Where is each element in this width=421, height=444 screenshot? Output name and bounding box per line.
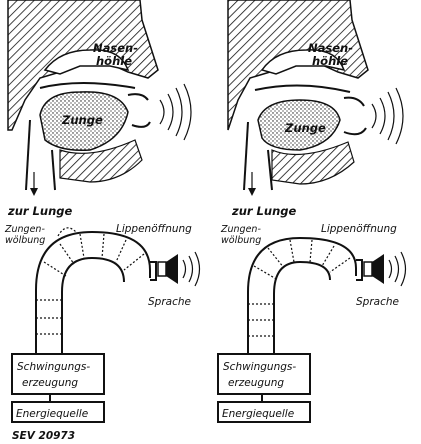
right-nasal-label-1: Nasen- bbox=[308, 41, 353, 55]
right-air-arrow-head bbox=[248, 188, 256, 196]
left-tongue-arch-label-1: Zungen- bbox=[4, 224, 45, 235]
left-oscillation-label-2: erzeugung bbox=[22, 377, 78, 389]
left-sound-waves bbox=[160, 84, 191, 140]
right-speech-label: Sprache bbox=[356, 296, 399, 308]
right-filter-sections bbox=[248, 240, 350, 336]
right-upper-lip bbox=[344, 98, 364, 106]
right-tongue-arch-label-1: Zungen- bbox=[220, 224, 261, 235]
left-to-lung-label: zur Lunge bbox=[7, 204, 72, 218]
right-analog-circuit bbox=[218, 238, 406, 422]
right-tongue-label: Zunge bbox=[284, 121, 326, 135]
left-nasal-label-1: Nasen- bbox=[93, 41, 138, 55]
right-sound-waves bbox=[372, 88, 403, 144]
left-upper-lip bbox=[128, 94, 148, 100]
left-speaker-icon bbox=[158, 252, 200, 286]
figure-code: SEV 20973 bbox=[12, 430, 75, 442]
right-lower-lip bbox=[344, 128, 366, 134]
right-throat-back bbox=[244, 122, 248, 190]
right-lip-opening-label: Lippenöffnung bbox=[321, 223, 397, 235]
left-air-arrow-head bbox=[30, 188, 38, 196]
left-lower-lip bbox=[132, 122, 150, 127]
right-nasal-label-2: höhle bbox=[312, 54, 348, 68]
left-throat-front bbox=[52, 150, 55, 190]
left-palate bbox=[40, 83, 135, 88]
right-tongue-arch-label-2: wölbung bbox=[221, 235, 261, 246]
left-lip-opening-label: Lippenöffnung bbox=[116, 223, 192, 235]
left-filter-sections bbox=[36, 234, 144, 334]
right-oscillation-label-1: Schwingungs- bbox=[223, 361, 296, 373]
right-oscillation-label-2: erzeugung bbox=[228, 377, 284, 389]
right-tube-inner bbox=[274, 262, 330, 348]
right-to-lung-label: zur Lunge bbox=[231, 204, 296, 218]
left-throat-back bbox=[26, 120, 30, 190]
right-palate bbox=[255, 85, 350, 92]
left-energy-label: Energiequelle bbox=[16, 408, 88, 420]
left-oscillation-label-1: Schwingungs- bbox=[17, 361, 90, 373]
left-tongue-label: Zunge bbox=[61, 113, 103, 127]
left-nasal-label-2: höhle bbox=[96, 54, 132, 68]
left-tube-outer bbox=[36, 232, 150, 348]
right-tube-outer bbox=[248, 238, 356, 348]
left-speech-label: Sprache bbox=[148, 296, 191, 308]
right-head-section bbox=[228, 0, 403, 196]
right-speaker-icon bbox=[364, 252, 406, 286]
left-tongue-arch-label-2: wölbung bbox=[5, 235, 45, 246]
left-analog-circuit bbox=[12, 228, 200, 422]
left-head-section bbox=[8, 0, 191, 196]
left-tube-inner bbox=[62, 258, 124, 348]
right-energy-label: Energiequelle bbox=[222, 408, 294, 420]
